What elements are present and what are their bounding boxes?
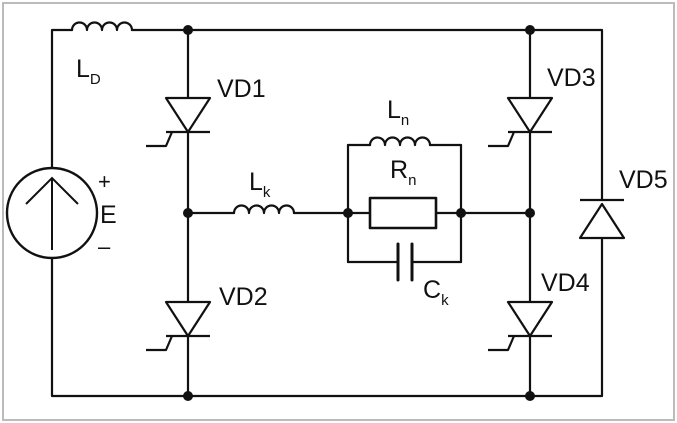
label-ld: LD: [76, 55, 101, 88]
resistor-rn-body: [368, 196, 438, 230]
wire-bottom-rail: [50, 236, 604, 398]
wire-top-left: [50, 28, 74, 170]
label-rn: Rn: [390, 156, 416, 189]
junction-dot: [525, 391, 535, 401]
voltage-source-arrow-icon: [25, 176, 79, 250]
thyristor-vd3-symbol: [488, 96, 554, 148]
inductor-lk-coil: [232, 204, 296, 215]
label-vd1: VD1: [217, 75, 266, 103]
label-ck: Ck: [423, 276, 449, 309]
junction-dot: [183, 391, 193, 401]
junction-dot: [183, 208, 193, 218]
capacitor-ck-plates: [396, 242, 414, 282]
voltage-source-e: [5, 166, 99, 260]
source-label-e: E: [100, 201, 117, 229]
source-minus-sign: –: [98, 234, 111, 259]
thyristor-vd4-symbol: [488, 300, 554, 352]
thyristor-vd2-symbol: [146, 300, 212, 352]
junction-dot: [525, 208, 535, 218]
junction-dot: [525, 25, 535, 35]
thyristor-vd1-symbol: [146, 96, 212, 148]
label-vd2: VD2: [219, 283, 268, 311]
junction-dot: [456, 208, 466, 218]
inductor-ln-coil: [368, 136, 432, 147]
junction-dot: [183, 25, 193, 35]
inductor-ld-coil: [70, 21, 134, 32]
label-ln: Ln: [387, 96, 409, 129]
label-vd5: VD5: [619, 166, 668, 194]
junction-dots: [183, 25, 535, 401]
label-vd4: VD4: [541, 269, 590, 297]
source-plus-sign: +: [98, 169, 111, 194]
label-lk: Lk: [249, 168, 271, 201]
diode-vd5-symbol: [578, 198, 626, 240]
label-vd3: VD3: [547, 64, 596, 92]
voltage-source-circle: [5, 166, 99, 260]
wire-top-rail: [130, 28, 604, 202]
junction-dot: [343, 208, 353, 218]
